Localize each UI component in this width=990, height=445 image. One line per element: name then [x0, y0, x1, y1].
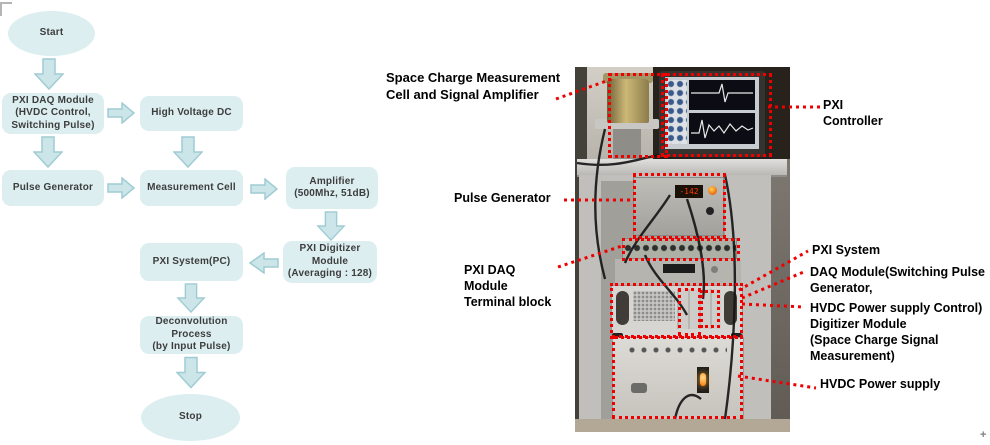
- led-indicator: [708, 186, 717, 195]
- highlight-rect-pxi-chassis: [610, 283, 743, 339]
- panel-slot: [663, 264, 695, 273]
- flow-node-high-voltage-dc: High Voltage DC: [140, 96, 243, 131]
- photo-right-background: [771, 159, 790, 432]
- chassis-handle-left: [616, 291, 629, 325]
- label-pxi-system: PXI System: [812, 243, 881, 257]
- switch-glow: [700, 373, 706, 386]
- label-daq-module: DAQ Module(Switching Pulse Generator,: [810, 265, 986, 295]
- waveform-plot-bottom: [689, 113, 755, 144]
- cursor-artifact: +: [980, 429, 987, 441]
- led-display: -142: [675, 185, 703, 198]
- label-daq-terminal-block: PXI DAQ Module Terminal block: [464, 263, 552, 309]
- highlight-rect-digitizer-module: [700, 290, 720, 328]
- arrow-down-icon: [316, 211, 346, 241]
- highlight-rect-measurement-cell: [608, 73, 668, 158]
- waveform-plot-top: [689, 80, 755, 110]
- flow-node-pxi-system: PXI System(PC): [140, 243, 243, 281]
- arrow-right-icon: [107, 177, 135, 199]
- highlight-rect-pulse-generator: [633, 173, 726, 239]
- pulse-generator-knob: [706, 207, 714, 215]
- control-panel-ui: [667, 80, 687, 144]
- arrow-down-icon: [34, 58, 64, 90]
- flow-node-start: Start: [8, 11, 95, 56]
- arrow-down-icon: [176, 283, 206, 313]
- flow-node-pulse-generator: Pulse Generator: [2, 170, 104, 206]
- label-pxi-controller: PXI Controller: [823, 98, 883, 128]
- arrow-down-icon: [176, 356, 206, 389]
- label-hvdc-power-supply: HVDC Power supply: [820, 377, 941, 391]
- flow-node-pxi-digitizer: PXI Digitizer Module (Averaging : 128): [283, 241, 377, 283]
- hvdc-logo: [631, 383, 647, 393]
- flow-node-measurement-cell: Measurement Cell: [140, 170, 243, 206]
- flow-node-amplifier: Amplifier (500Mhz, 51dB): [286, 167, 378, 209]
- corner-mark: [0, 2, 12, 16]
- measurement-cell-flange: [603, 73, 653, 83]
- arrow-left-icon: [249, 252, 279, 274]
- label-cell-and-amplifier: Space Charge Measurement Cell and Signal…: [386, 70, 561, 102]
- arrow-right-icon: [250, 178, 278, 200]
- flow-node-deconvolution: Deconvolution Process (by Input Pulse): [140, 316, 243, 354]
- label-pulse-generator: Pulse Generator: [454, 191, 551, 205]
- hvdc-power-switch: [697, 367, 709, 393]
- flow-node-pxi-daq-module: PXI DAQ Module (HVDC Control, Switching …: [2, 93, 104, 134]
- flow-node-stop: Stop: [141, 394, 240, 441]
- photo-floor: [575, 419, 790, 432]
- arrow-down-icon: [33, 136, 63, 168]
- label-hvdc-control-digitizer: HVDC Power supply Control) Digitizer Mod…: [810, 301, 983, 363]
- highlight-rect-pxi-controller: [661, 73, 772, 157]
- arrow-right-icon: [107, 102, 135, 124]
- equipment-photo: -142: [575, 67, 790, 432]
- arrow-down-icon: [173, 136, 203, 168]
- panel-knob: [711, 266, 718, 273]
- highlight-rect-terminal-block: [622, 238, 740, 261]
- highlight-rect-hvdc-supply: [612, 335, 743, 419]
- highlight-rect-daq-module: [678, 288, 701, 336]
- hvdc-connector-row: [627, 343, 727, 357]
- measurement-cell-stand: [595, 119, 659, 129]
- measurement-cell-photo: [607, 79, 649, 123]
